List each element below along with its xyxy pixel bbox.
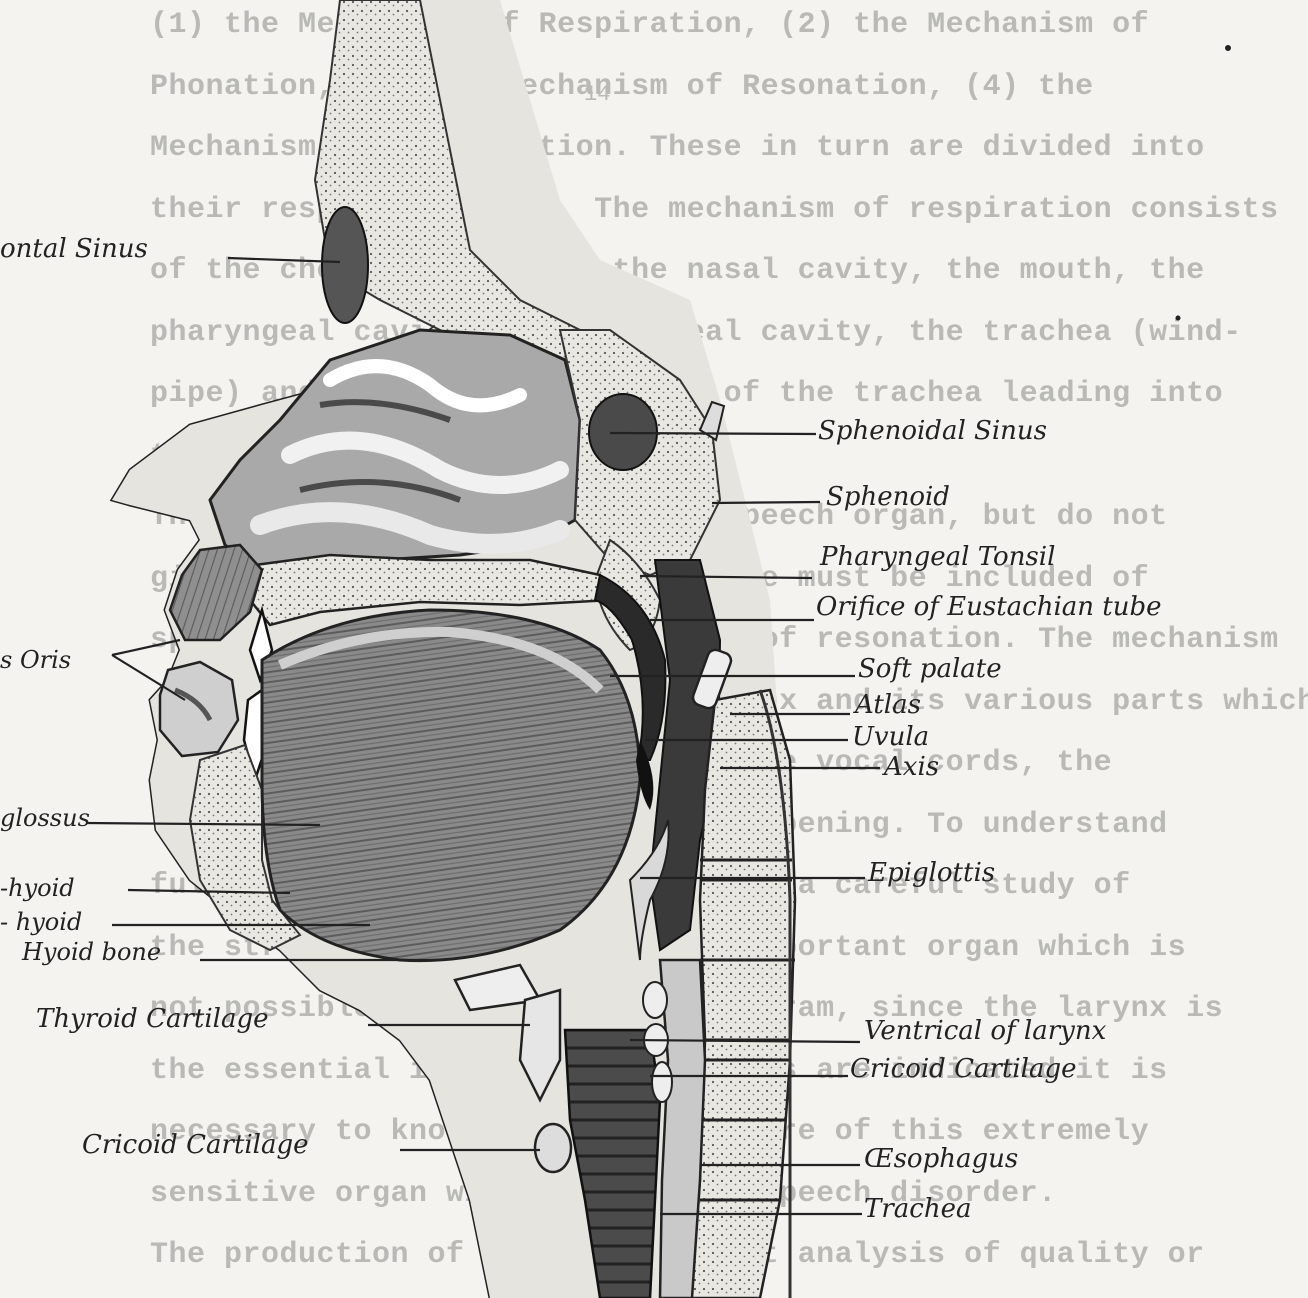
label-oesophagus: Œsophagus	[864, 1146, 1018, 1172]
label-hyoid-1: -hyoid	[0, 876, 75, 900]
label-hyoid-bone: Hyoid bone	[22, 940, 161, 964]
frontal-sinus	[322, 207, 368, 323]
label-sphenoid: Sphenoid	[826, 484, 950, 510]
label-ventrical-of-larynx: Ventrical of larynx	[864, 1018, 1106, 1044]
label-atlas: Atlas	[855, 692, 921, 718]
label-soft-palate: Soft palate	[858, 656, 1002, 682]
tongue	[262, 610, 640, 961]
label-thyroid-cartilage: Thyroid Cartilage	[36, 1006, 269, 1032]
label-pharyngeal-tonsil: Pharyngeal Tonsil	[820, 544, 1055, 570]
label-uvula: Uvula	[852, 724, 929, 750]
label-cricoid-cartilage-left: Cricoid Cartilage	[82, 1132, 309, 1158]
label-trachea: Trachea	[864, 1196, 971, 1222]
label-hyoid-2: - hyoid	[0, 910, 82, 934]
label-frontal-sinus: ontal Sinus	[0, 236, 148, 262]
cricoid-cartilage-oval	[535, 1124, 571, 1172]
label-glossus: glossus	[0, 806, 90, 830]
label-cricoid-cartilage-right: Cricoid Cartilage	[850, 1056, 1077, 1082]
label-epiglottis: Epiglottis	[868, 860, 995, 886]
label-axis: Axis	[884, 754, 939, 780]
label-eustachian-orifice: Orifice of Eustachian tube	[816, 594, 1162, 620]
label-sphenoidal-sinus: Sphenoidal Sinus	[818, 418, 1047, 444]
label-oris: s Oris	[0, 648, 71, 672]
